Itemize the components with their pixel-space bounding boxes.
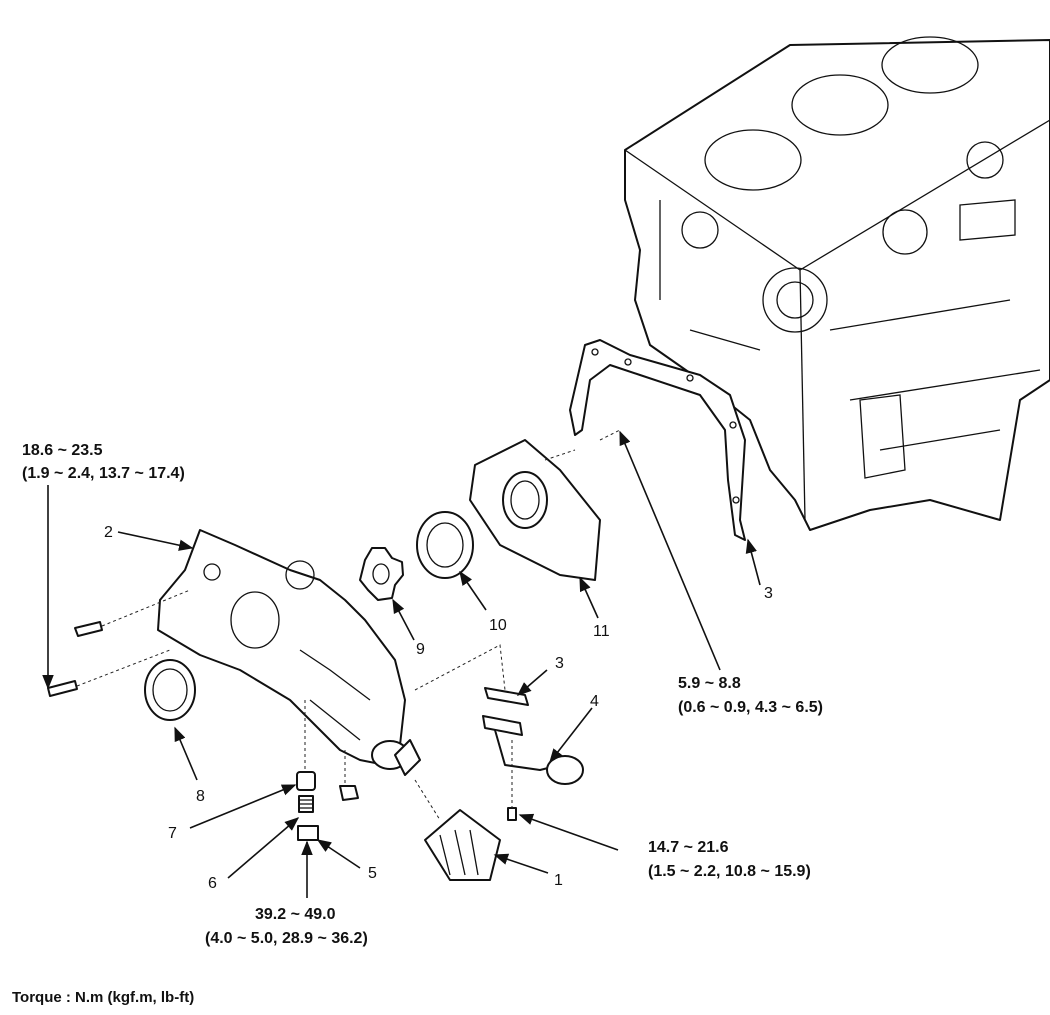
torque-value-alt-units: (1.5 ~ 2.2, 10.8 ~ 15.9) [648, 863, 811, 880]
callout-9: 9 [416, 641, 425, 658]
callout-2: 2 [104, 524, 113, 541]
callout-5: 5 [368, 865, 377, 882]
seal-plate [469, 439, 601, 581]
front-cover [157, 529, 421, 776]
torque-value: 39.2 ~ 49.0 [255, 906, 336, 923]
leader-lines [42, 430, 761, 898]
outer-rotor [416, 511, 474, 579]
callout-10: 10 [489, 617, 507, 634]
front-oil-seal [144, 659, 196, 721]
callout-1: 1 [554, 872, 563, 889]
callout-3-strainer-gasket: 3 [555, 655, 564, 672]
torque-spec-cover-bolt: 18.6 ~ 23.5 (1.9 ~ 2.4, 13.7 ~ 17.4) [22, 442, 185, 482]
torque-spec-gasket-bolt: 5.9 ~ 8.8 (0.6 ~ 0.9, 4.3 ~ 6.5) [678, 675, 823, 716]
torque-value-alt-units: (0.6 ~ 0.9, 4.3 ~ 6.5) [678, 699, 823, 716]
torque-value: 18.6 ~ 23.5 [22, 442, 103, 459]
cover-bolts [47, 621, 103, 697]
front-cover-gasket [569, 339, 746, 541]
torque-value-alt-units: (4.0 ~ 5.0, 28.9 ~ 36.2) [205, 930, 368, 947]
cylinder-block [624, 36, 1050, 531]
torque-value: 14.7 ~ 21.6 [648, 839, 729, 856]
torque-spec-strainer-bolt: 14.7 ~ 21.6 (1.5 ~ 2.2, 10.8 ~ 15.9) [648, 839, 811, 880]
torque-units-caption: Torque : N.m (kgf.m, lb-ft) [12, 989, 194, 1006]
torque-spec-relief-plug: 39.2 ~ 49.0 (4.0 ~ 5.0, 28.9 ~ 36.2) [205, 906, 368, 947]
torque-value: 5.9 ~ 8.8 [678, 675, 741, 692]
callout-7: 7 [168, 825, 177, 842]
callout-3-gasket: 3 [764, 585, 773, 602]
callout-8: 8 [196, 788, 205, 805]
callout-11: 11 [593, 623, 610, 640]
callout-6: 6 [208, 875, 217, 892]
inner-rotor [359, 547, 404, 601]
relief-valve-parts [296, 771, 359, 841]
callout-4: 4 [590, 693, 599, 710]
oil-filter [424, 809, 501, 881]
torque-value-alt-units: (1.9 ~ 2.4, 13.7 ~ 17.4) [22, 465, 185, 482]
oil-strainer [482, 687, 584, 821]
